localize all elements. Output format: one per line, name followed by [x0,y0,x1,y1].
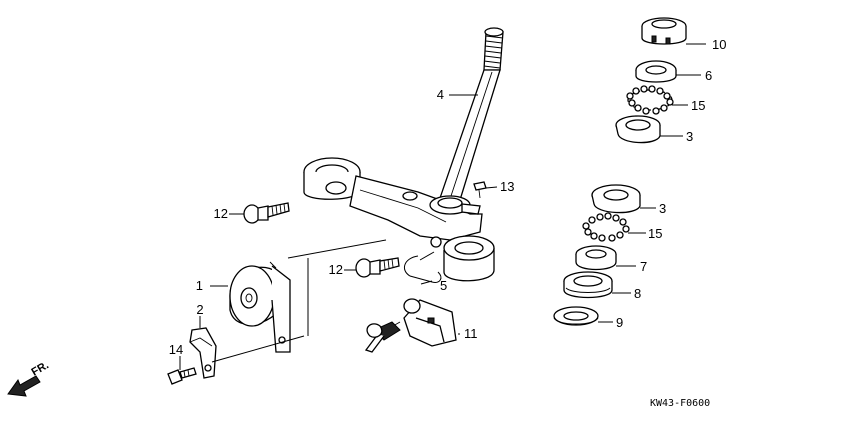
bolt-12-middle [355,257,400,278]
stack-10-top-nut [641,17,687,45]
horn-1 [229,261,291,353]
stack-8-seal [563,271,613,299]
stack-15-ball-upper [626,85,674,115]
callout-1: 1 [196,278,203,293]
callout-3b: 3 [659,201,666,216]
bolt-12-upper [243,202,290,224]
front-label: FR. [30,359,51,378]
stack-3-cone-lower [591,184,641,214]
callout-6: 6 [705,68,712,83]
callout-12a: 12 [214,206,228,221]
front-direction-arrow: FR. [7,359,51,397]
callouts: 1 2 14 4 5 11 12 12 13 10 6 15 3 3 15 7 … [169,37,727,357]
stack-3-cone-upper [615,115,661,144]
steering-stem [439,27,504,201]
stack-7-race [575,245,617,271]
leader-lines [179,43,706,370]
stack-9-washer [553,306,599,326]
callout-15b: 15 [648,226,662,241]
stack-15-ball-lower [582,212,630,242]
bolt-14 [167,367,197,385]
bottom-bridge [303,157,495,282]
callout-4: 4 [437,87,444,102]
diagram-code: KW43-F0600 [650,398,710,409]
callout-12b: 12 [329,262,343,277]
callout-5: 5 [440,278,447,293]
ignition-switch-11 [364,298,457,353]
callout-9: 9 [616,315,623,330]
callout-8: 8 [634,286,641,301]
screw-13 [473,181,487,199]
callout-3a: 3 [686,129,693,144]
callout-15a: 15 [691,98,705,113]
callout-10: 10 [712,37,726,52]
wire-clip-5 [403,251,442,283]
stack-6-race [635,60,677,83]
callout-14: 14 [169,342,183,357]
bracket-2 [189,327,217,379]
callout-7: 7 [640,259,647,274]
callout-13: 13 [500,179,514,194]
callout-2: 2 [196,302,203,317]
callout-11: 11 [464,326,478,341]
